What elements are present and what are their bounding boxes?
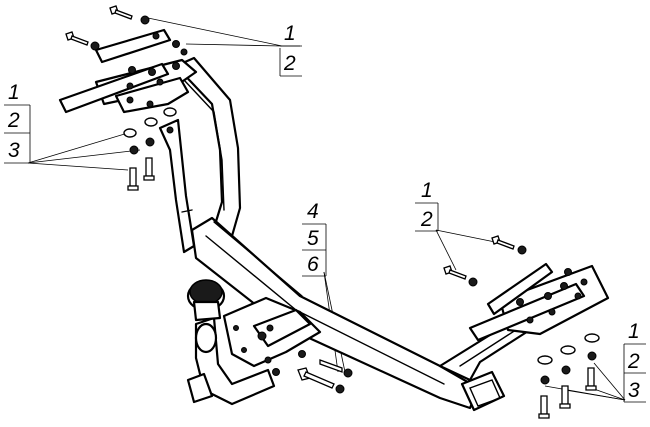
callout-d-item-1: 1 xyxy=(421,179,433,202)
callout-c-item-6: 6 xyxy=(307,253,319,276)
callout-b: 1 2 3 xyxy=(4,81,31,164)
ball-mount-flange xyxy=(222,296,322,376)
tow-ball-assembly xyxy=(186,279,276,406)
callout-c: 4 5 6 xyxy=(302,200,327,277)
callout-e-item-3: 3 xyxy=(628,379,640,402)
left-mounting-plate xyxy=(58,28,198,114)
right-washers xyxy=(537,333,600,385)
callout-a-item-1: 1 xyxy=(284,22,296,45)
callout-c-item-5: 5 xyxy=(307,227,319,250)
left-washers xyxy=(123,107,177,155)
callout-d-item-2: 2 xyxy=(420,208,433,231)
callout-e: 1 2 3 xyxy=(623,320,646,403)
callout-b-item-3: 3 xyxy=(8,139,20,162)
center-bolt-set xyxy=(297,359,353,394)
right-top-bolt-2 xyxy=(443,265,478,287)
left-top-bolt-2 xyxy=(65,31,100,51)
leader-lines xyxy=(27,17,626,401)
callout-d: 1 2 xyxy=(415,179,439,232)
right-mounting-plate xyxy=(468,262,610,342)
left-bottom-bolts xyxy=(127,157,155,191)
callout-a: 1 2 xyxy=(279,22,302,77)
right-top-bolt-1 xyxy=(491,235,527,255)
callout-b-item-1: 1 xyxy=(8,81,20,104)
callout-a-item-2: 2 xyxy=(283,52,296,75)
callout-e-item-1: 1 xyxy=(628,320,640,343)
callout-b-item-2: 2 xyxy=(7,109,20,132)
callout-e-item-2: 2 xyxy=(627,350,640,373)
right-bottom-bolts xyxy=(538,367,597,419)
left-top-bolt-1 xyxy=(109,5,150,25)
callout-c-item-4: 4 xyxy=(307,200,319,223)
